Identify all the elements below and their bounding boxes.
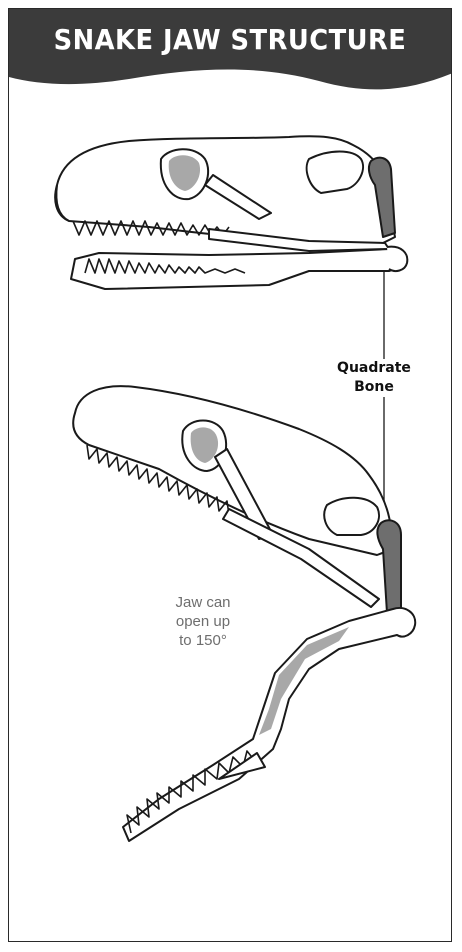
open-postorbital [324, 498, 379, 535]
jaw-diagram [9, 9, 452, 942]
quadrate-label-line2: Bone [331, 378, 417, 397]
infographic-frame: SNAKE JAW STRUCTURE [8, 8, 452, 942]
quadrate-label-line1: Quadrate [331, 359, 417, 378]
jaw-label-line2: open up [157, 612, 249, 631]
closed-skull [55, 136, 407, 289]
jaw-label-line1: Jaw can [157, 593, 249, 612]
jaw-opening-label: Jaw can open up to 150° [157, 593, 249, 650]
closed-jaw-hinge [387, 247, 407, 271]
quadrate-bone-label: Quadrate Bone [331, 359, 417, 397]
jaw-label-line3: to 150° [157, 631, 249, 650]
open-quadrate-bone [377, 520, 401, 613]
